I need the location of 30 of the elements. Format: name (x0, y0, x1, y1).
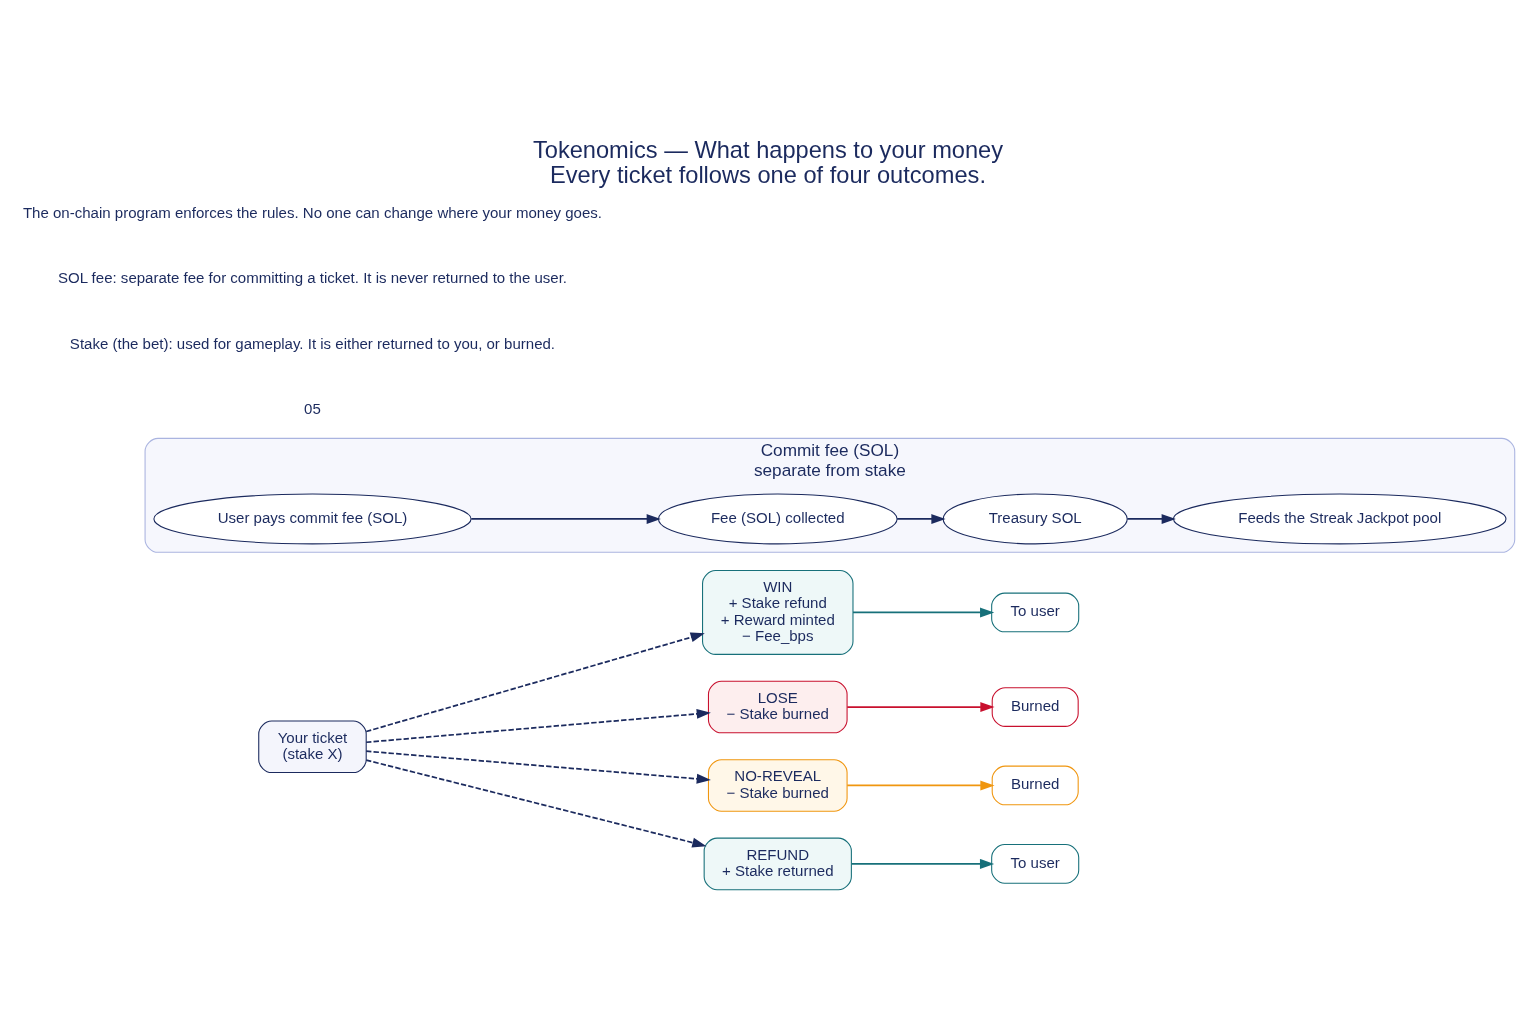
node-box: To user (991, 592, 1080, 633)
label: The on-chain program enforces the rules. No one can change where your money goes. (22, 203, 602, 221)
arrow (846, 780, 995, 791)
arrow (470, 514, 661, 524)
label: Stake (the bet): used for gameplay. It is either returned to you, or burned. (69, 334, 556, 352)
arrow (846, 702, 995, 712)
arrow (365, 750, 711, 784)
arrow (365, 708, 711, 744)
label: SOL fee: separate fee for committing a ticket. It is never returned to the user. (57, 269, 568, 287)
arrow (365, 759, 707, 848)
node-box: LOSE − Stake burned (707, 680, 848, 734)
arrow (1126, 514, 1176, 524)
arrow (365, 632, 705, 733)
node-ellipse: Fee (SOL) collected (657, 493, 898, 545)
node-ellipse: Treasury SOL (942, 493, 1128, 545)
node-box: Burned (991, 687, 1079, 727)
diagram-title: Tokenomics — What happens to your money (532, 136, 1004, 163)
node-box: WIN + Stake refund + Reward minted − Fee_bps (702, 570, 854, 655)
arrow (852, 607, 995, 618)
arrow (896, 514, 946, 524)
node-box: To user (991, 844, 1080, 884)
caption: Every ticket follows one of four outcomes. (550, 162, 986, 189)
arrow (850, 858, 995, 869)
label: 05 (304, 400, 321, 418)
node-box: NO-REVEAL − Stake burned (707, 759, 848, 812)
node-box: Burned (991, 765, 1079, 806)
node-ellipse: User pays commit fee (SOL) (153, 493, 472, 545)
node-box: REFUND + Stake returned (703, 837, 852, 891)
node-ellipse: Feeds the Streak Jackpot pool (1172, 493, 1507, 545)
node-box: Your ticket (stake X) (258, 720, 367, 774)
